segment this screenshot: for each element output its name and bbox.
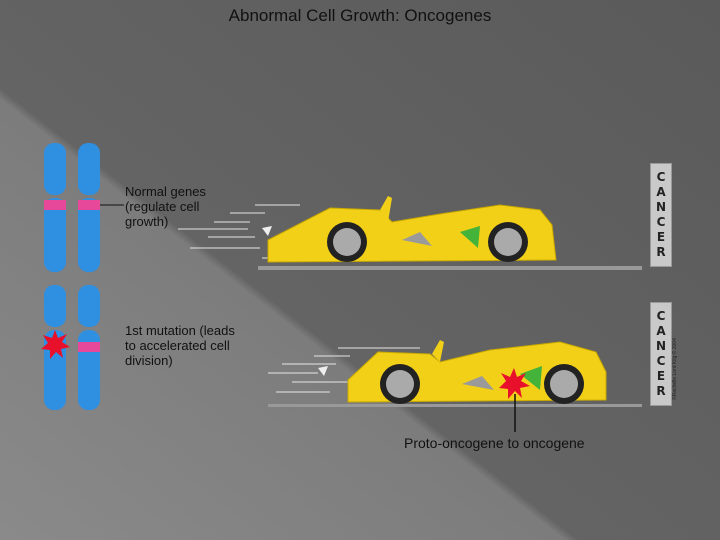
mutation-label: 1st mutation (leads to accelerated cell … (125, 323, 245, 368)
cancer-letter: E (657, 369, 665, 384)
cancer-sign-1: C A N C E R (650, 163, 672, 267)
cancer-letter: A (656, 324, 665, 339)
cancer-letter: N (656, 200, 666, 215)
road-1 (258, 266, 642, 270)
race-car-mutation (318, 340, 606, 432)
cancer-letter: R (656, 245, 665, 260)
normal-genes-label: Normal genes (regulate cell growth) (125, 184, 235, 229)
race-car-normal (262, 196, 556, 262)
cancer-letter: C (657, 170, 666, 185)
cancer-letter: R (656, 384, 665, 399)
chromosome-1b (78, 143, 100, 272)
chromosome-pair-mutation (41, 285, 100, 410)
cancer-letter: N (656, 339, 666, 354)
cancer-letter: C (657, 309, 666, 324)
image-credit: ©Rachelle Lord Kilg © 2004 (672, 338, 678, 400)
cancer-letter: E (657, 230, 665, 245)
road-2 (268, 404, 642, 407)
cancer-letter: C (657, 354, 666, 369)
cancer-letter: C (657, 215, 666, 230)
chromosome-2b (78, 285, 100, 410)
proto-oncogene-label: Proto-oncogene to oncogene (404, 436, 585, 451)
chromosome-pair-normal (44, 143, 124, 272)
chromosome-1a (44, 143, 66, 272)
cancer-sign-2: C A N C E R (650, 302, 672, 406)
cancer-letter: A (656, 185, 665, 200)
